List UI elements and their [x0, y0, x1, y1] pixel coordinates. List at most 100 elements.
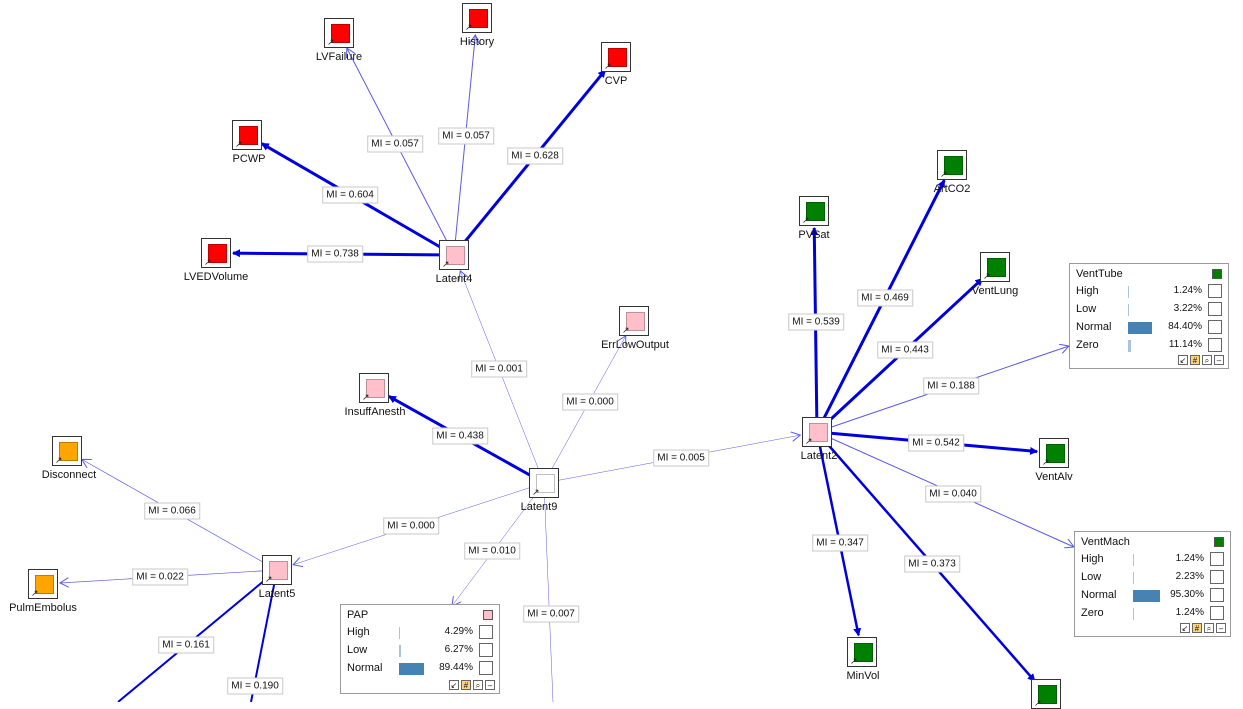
node-latent2[interactable]: ↗	[802, 417, 832, 447]
evidence-checkbox[interactable]	[1210, 570, 1224, 584]
mi-label: MI = 0.373	[904, 555, 960, 573]
node-insuffanesth[interactable]: ↗	[359, 373, 389, 403]
grid-icon[interactable]: #	[1190, 355, 1200, 365]
zoom-icon[interactable]: ⌕	[1204, 623, 1214, 633]
edge-latent2-minvol	[815, 431, 862, 637]
mi-label: MI = 0.628	[507, 147, 563, 165]
node-label: ArtCO2	[933, 183, 971, 195]
probability-bar	[1133, 554, 1134, 566]
mi-label: MI = 0.539	[788, 313, 844, 331]
collapse-icon[interactable]: ↙	[1180, 623, 1190, 633]
mi-label: MI = 0.161	[158, 636, 214, 654]
node-pulmembolus[interactable]: ↗	[28, 569, 58, 599]
node-color-fill	[446, 246, 465, 265]
expand-arrow-icon: ↗	[983, 271, 991, 281]
evidence-checkbox[interactable]	[1208, 284, 1222, 298]
node-color-fill	[809, 423, 828, 442]
expand-arrow-icon: ↗	[465, 22, 473, 32]
edge-latent4-history	[453, 35, 475, 256]
node-errlowoutput[interactable]: ↗	[619, 306, 649, 336]
expand-arrow-icon: ↗	[1042, 457, 1050, 467]
evidence-checkbox[interactable]	[1208, 320, 1222, 334]
evidence-checkbox[interactable]	[479, 661, 493, 675]
node-lvedvolume[interactable]: ↗	[201, 238, 231, 268]
minimize-icon[interactable]: –	[1216, 623, 1226, 633]
expand-arrow-icon: ↗	[940, 169, 948, 179]
expand-arrow-icon: ↗	[265, 574, 273, 584]
grid-icon[interactable]: #	[461, 680, 471, 690]
collapse-icon[interactable]: ↙	[1178, 355, 1188, 365]
node-latent4[interactable]: ↗	[439, 240, 469, 270]
node-latent5[interactable]: ↗	[262, 555, 292, 585]
mi-label: MI = 0.005	[653, 449, 709, 467]
node-label: VentLung	[971, 285, 1019, 297]
mi-label: MI = 0.000	[383, 517, 439, 535]
node-ventalv[interactable]: ↗	[1039, 438, 1069, 468]
expand-arrow-icon: ↗	[327, 37, 335, 47]
state-row: Normal 95.30%	[1081, 588, 1224, 604]
state-percentage: 2.23%	[1175, 571, 1204, 582]
evidence-checkbox[interactable]	[1208, 338, 1222, 352]
node-disconnect[interactable]: ↗	[52, 436, 82, 466]
node-color-fill	[331, 24, 350, 43]
mi-label: MI = 0.057	[438, 127, 494, 145]
state-percentage: 11.14%	[1168, 339, 1202, 350]
node-bottomright[interactable]: ↗	[1031, 679, 1061, 709]
mi-label: MI = 0.469	[857, 289, 913, 307]
probability-bar	[1128, 304, 1129, 316]
probability-bar	[1128, 322, 1152, 334]
minimize-icon[interactable]: –	[1214, 355, 1224, 365]
node-latent9[interactable]: ↗	[529, 468, 559, 498]
state-row: Low 6.27%	[347, 643, 493, 659]
evidence-checkbox[interactable]	[1210, 606, 1224, 620]
minimize-icon[interactable]: –	[485, 680, 495, 690]
evidence-checkbox[interactable]	[1210, 588, 1224, 602]
state-percentage: 1.24%	[1175, 607, 1204, 618]
node-ventlung[interactable]: ↗	[980, 252, 1010, 282]
state-percentage: 1.24%	[1173, 285, 1202, 296]
node-lvfailure[interactable]: ↗	[324, 18, 354, 48]
expand-arrow-icon: ↗	[850, 656, 858, 666]
mi-label: MI = 0.188	[923, 377, 979, 395]
state-percentage: 95.30%	[1170, 589, 1204, 600]
mi-label: MI = 0.738	[307, 245, 363, 263]
evidence-checkbox[interactable]	[1210, 552, 1224, 566]
evidence-checkbox[interactable]	[1208, 302, 1222, 316]
state-name: Normal	[1081, 589, 1117, 601]
panel-toolbar: ↙#⌕–	[447, 679, 495, 690]
state-name: High	[1081, 553, 1104, 565]
zoom-icon[interactable]: ⌕	[1202, 355, 1212, 365]
node-color-fill	[269, 561, 288, 580]
node-label: PulmEmbolus	[9, 602, 77, 614]
node-cvp[interactable]: ↗	[601, 42, 631, 72]
panel-toolbar: ↙#⌕–	[1176, 354, 1224, 365]
collapse-icon[interactable]: ↙	[449, 680, 459, 690]
node-color-fill	[1046, 444, 1065, 463]
node-pcwp[interactable]: ↗	[232, 120, 262, 150]
state-name: Low	[347, 644, 368, 656]
grid-icon[interactable]: #	[1192, 623, 1202, 633]
evidence-checkbox[interactable]	[479, 625, 493, 639]
evidence-checkbox[interactable]	[479, 643, 493, 657]
zoom-icon[interactable]: ⌕	[473, 680, 483, 690]
probability-bar	[399, 663, 425, 675]
state-percentage: 6.27%	[444, 644, 473, 655]
mi-label: MI = 0.007	[523, 605, 579, 623]
expand-arrow-icon: ↗	[31, 588, 39, 598]
node-artco2[interactable]: ↗	[937, 150, 967, 180]
node-history[interactable]: ↗	[462, 3, 492, 33]
edge-latent5-bottomleft	[117, 569, 278, 702]
probability-bar	[399, 627, 401, 639]
node-minvol[interactable]: ↗	[847, 637, 877, 667]
node-pvsat[interactable]: ↗	[799, 196, 829, 226]
node-label: ErrLowOutput	[601, 339, 669, 351]
state-percentage: 3.22%	[1173, 303, 1202, 314]
